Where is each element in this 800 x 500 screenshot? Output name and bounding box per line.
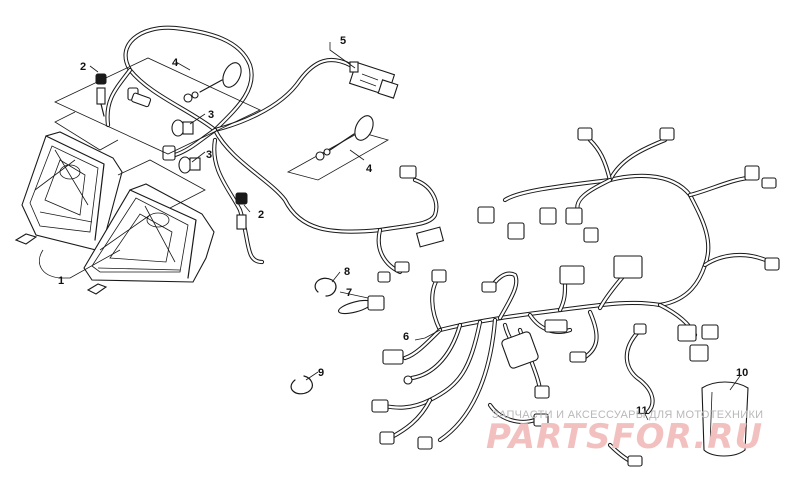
leaders-7-8 — [331, 271, 369, 299]
callout-1: 1 — [58, 275, 64, 287]
callout-2-lower: 2 — [258, 209, 264, 221]
headlight-harness — [105, 25, 439, 275]
connector-5 — [348, 61, 399, 99]
callout-8: 8 — [344, 266, 350, 278]
connector-harness-end — [377, 165, 445, 283]
leaders-2-3-4 — [89, 61, 365, 213]
bulb-upper — [171, 119, 194, 137]
headlight-right — [83, 183, 215, 295]
headlight-left — [14, 131, 123, 251]
watermark-logo: PARTSFOR.RU — [486, 417, 763, 457]
callout-3-lower: 3 — [206, 149, 212, 161]
callout-3-upper: 3 — [208, 109, 214, 121]
harness-11 — [607, 323, 655, 467]
clip-8 — [314, 277, 337, 297]
adjuster-lower — [315, 115, 374, 161]
harness-connectors — [371, 127, 780, 450]
connector-7 — [337, 295, 385, 315]
callout-10: 10 — [736, 367, 748, 379]
leader-10 — [729, 375, 741, 391]
clip-9 — [290, 375, 313, 395]
bulb-lower — [178, 156, 201, 174]
leader-9 — [305, 371, 319, 381]
callout-4-upper: 4 — [172, 57, 179, 69]
leader-11 — [643, 411, 649, 421]
leader-1 — [39, 249, 121, 279]
leader-5 — [329, 42, 356, 69]
sleeve-10 — [701, 381, 749, 457]
leader-6 — [414, 329, 441, 341]
callout-9: 9 — [318, 367, 324, 379]
callout-11: 11 — [636, 405, 648, 417]
frame-ticks — [54, 111, 206, 209]
callout-6: 6 — [403, 331, 409, 343]
group-frame-lower — [286, 131, 390, 181]
group-frame-upper — [54, 57, 261, 155]
callout-5: 5 — [340, 35, 346, 47]
connector-mid — [127, 87, 176, 161]
callout-7: 7 — [346, 287, 352, 299]
callout-2-upper: 2 — [80, 61, 86, 73]
watermark-caption: ЗАПЧАСТИ И АКСЕССУАРЫ ДЛЯ МОТОТЕХНИКИ — [492, 409, 763, 421]
bulb-socket-lower — [235, 192, 248, 230]
adjuster-upper — [183, 62, 242, 103]
callout-4-lower: 4 — [366, 163, 373, 175]
